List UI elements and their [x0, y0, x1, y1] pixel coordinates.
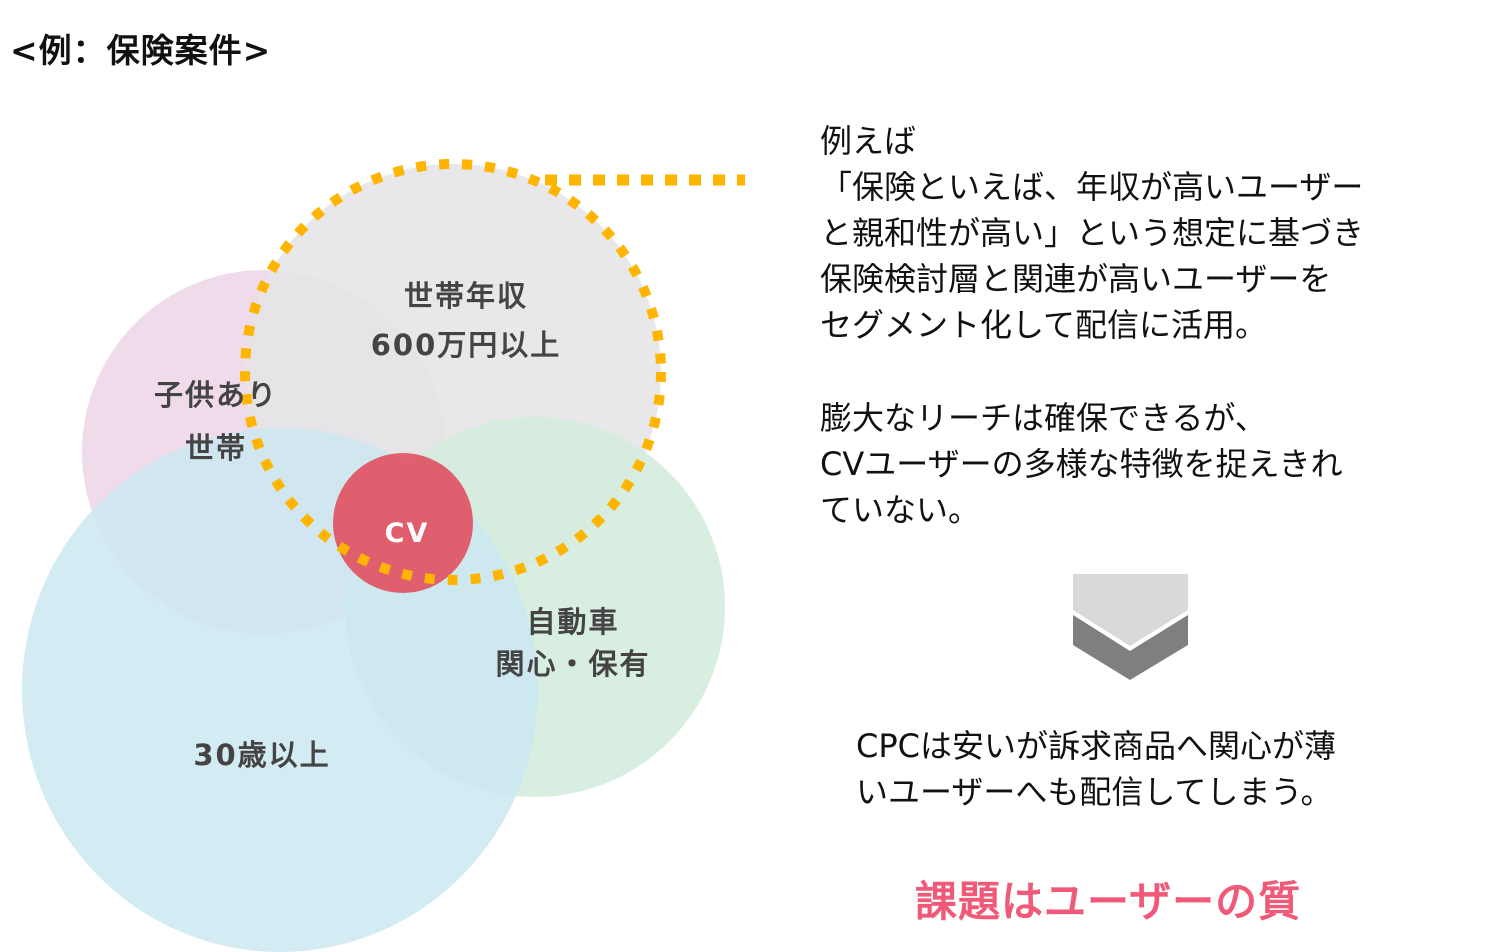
venn-diagram: 世帯年収 600万円以上 子供あり 世帯 自動車 関心・保有 30歳以上 CV — [22, 159, 745, 952]
income-highlight-dotted-ring — [240, 159, 666, 585]
text-line: 例えば — [820, 122, 917, 160]
venn-label-cv: CV — [385, 518, 430, 549]
venn-label-income-line1: 世帯年収 — [404, 279, 528, 313]
text-line: と親和性が高い」という想定に基づき — [820, 214, 1365, 252]
paragraph-example: 例えば 「保険といえば、年収が高いユーザー と親和性が高い」という想定に基づき … — [820, 118, 1364, 348]
text-line: ていない。 — [820, 491, 981, 529]
venn-label-children-line1: 子供あり — [154, 378, 278, 412]
paragraph-reach: 膨大なリーチは確保できるが、 CVユーザーの多様な特徴を捉えきれ ていない。 — [820, 395, 1343, 533]
venn-label-age: 30歳以上 — [193, 738, 330, 772]
conclusion-heading: 課題はユーザーの質 — [915, 877, 1302, 926]
text-line: いユーザーへも配信してしまう。 — [856, 773, 1333, 811]
text-line: 「保険といえば、年収が高いユーザー — [820, 168, 1364, 206]
page-title: <例：保険案件> — [10, 31, 272, 70]
venn-label-children-line2: 世帯 — [185, 431, 247, 465]
text-line: CPCは安いが訴求商品へ関心が薄 — [856, 727, 1336, 765]
text-line: 保険検討層と関連が高いユーザーを — [820, 260, 1332, 298]
text-line: 膨大なリーチは確保できるが、 — [820, 399, 1267, 437]
text-line: セグメント化して配信に活用。 — [820, 306, 1268, 344]
venn-label-car-line1: 自動車 — [526, 605, 619, 639]
paragraph-cpc: CPCは安いが訴求商品へ関心が薄 いユーザーへも配信してしまう。 — [856, 723, 1336, 815]
text-line: CVユーザーの多様な特徴を捉えきれ — [820, 445, 1343, 483]
venn-label-income-line2: 600万円以上 — [371, 328, 562, 362]
double-chevron-down-icon — [1073, 574, 1188, 680]
chevron-bottom — [1073, 615, 1188, 680]
venn-label-car-line2: 関心・保有 — [495, 647, 650, 681]
chevron-top — [1073, 574, 1188, 646]
